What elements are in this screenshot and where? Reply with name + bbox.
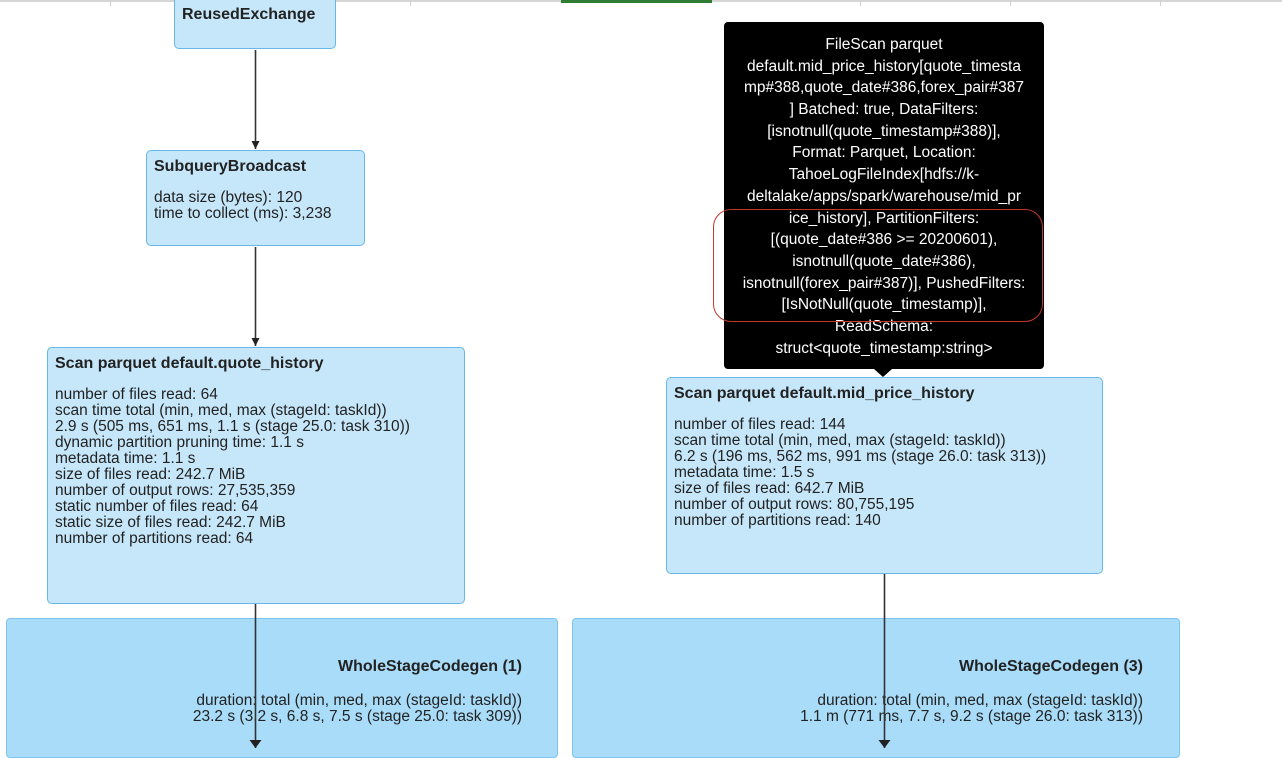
tick-mark	[410, 0, 411, 6]
node-scan-quote-history[interactable]: Scan parquet default.quote_history numbe…	[47, 347, 465, 604]
tooltip-line: [IsNotNull(quote_timestamp)],	[781, 296, 987, 314]
node-reused-exchange[interactable]: ReusedExchange	[174, 0, 336, 49]
tooltip-line: default.mid_price_history[quote_timesta	[747, 57, 1021, 75]
cluster-title: WholeStageCodegen (1)	[337, 658, 522, 675]
tooltip-pointer	[874, 369, 892, 377]
node-metric: size of files read: 642.7 MiB	[674, 480, 865, 497]
node-metrics: number of files read: 64 scan time total…	[55, 387, 410, 547]
cluster-metric: 1.1 m (771 ms, 7.7 s, 9.2 s (stage 26.0:…	[800, 708, 1143, 725]
cluster-wholestagecodegen-1[interactable]: WholeStageCodegen (1) duration: total (m…	[6, 618, 558, 758]
tooltip-line: FileScan parquet	[825, 36, 943, 53]
node-metric: number of files read: 64	[55, 386, 218, 403]
node-title: SubqueryBroadcast	[154, 158, 307, 175]
node-metric: number of partitions read: 64	[55, 530, 254, 547]
node-metric: static size of files read: 242.7 MiB	[55, 514, 286, 531]
node-title: Scan parquet default.mid_price_history	[674, 385, 975, 402]
node-scan-mid-price-history[interactable]: Scan parquet default.mid_price_history n…	[666, 377, 1103, 574]
node-metric: metadata time: 1.5 s	[674, 464, 815, 481]
node-metric: number of output rows: 27,535,359	[55, 482, 296, 499]
tooltip-filescan-details: FileScan parquet default.mid_price_histo…	[724, 22, 1044, 369]
cluster-wholestagecodegen-3[interactable]: WholeStageCodegen (3) duration: total (m…	[572, 618, 1180, 758]
node-title: Scan parquet default.quote_history	[55, 355, 324, 372]
tick-mark	[860, 0, 861, 6]
cluster-metrics: duration: total (min, med, max (stageId:…	[193, 693, 522, 725]
tooltip-line: Format: Parquet, Location:	[792, 144, 976, 162]
tooltip-line: TahoeLogFileIndex[hdfs://k-	[788, 166, 980, 184]
arrowhead-bottom-right	[878, 740, 891, 748]
active-tab-indicator	[561, 0, 712, 3]
node-metric: scan time total (min, med, max (stageId:…	[674, 432, 1006, 449]
node-metric: dynamic partition pruning time: 1.1 s	[55, 434, 304, 451]
arrowhead-bottom-left	[249, 740, 262, 748]
cluster-metric: duration: total (min, med, max (stageId:…	[817, 692, 1143, 709]
tooltip-line: ] Batched: true, DataFilters:	[789, 101, 979, 119]
node-metrics: number of files read: 144 scan time tota…	[674, 417, 1046, 529]
tooltip-line: isnotnull(quote_date#386),	[792, 252, 976, 270]
node-metric: number of partitions read: 140	[674, 512, 881, 529]
node-subquery-broadcast[interactable]: SubqueryBroadcast data size (bytes): 120…	[146, 150, 365, 246]
tooltip-line: ReadSchema:	[834, 317, 934, 335]
tooltip-line: isnotnull(forex_pair#387)], PushedFilter…	[742, 274, 1026, 292]
node-metric: time to collect (ms): 3,238	[154, 205, 332, 222]
partition-filters-highlight	[713, 209, 1043, 322]
tooltip-line: ice_history], PartitionFilters:	[788, 209, 980, 227]
node-metric: static number of files read: 64	[55, 498, 259, 515]
node-metric: size of files read: 242.7 MiB	[55, 466, 246, 483]
node-metric: scan time total (min, med, max (stageId:…	[55, 402, 387, 419]
tooltip-line: struct<quote_timestamp:string>	[775, 339, 993, 357]
cluster-title: WholeStageCodegen (3)	[958, 658, 1143, 675]
node-metric: number of files read: 144	[674, 416, 846, 433]
node-metric: metadata time: 1.1 s	[55, 450, 196, 467]
node-metric: number of output rows: 80,755,195	[674, 496, 915, 513]
tooltip-line: mp#388,quote_date#386,forex_pair#387	[743, 79, 1025, 97]
tooltip-line: deltalake/apps/spark/warehouse/mid_pr	[747, 187, 1021, 205]
node-metric: 6.2 s (196 ms, 562 ms, 991 ms (stage 26.…	[674, 448, 1047, 465]
tick-mark	[110, 0, 111, 6]
tick-mark	[1160, 0, 1161, 6]
cluster-metrics: duration: total (min, med, max (stageId:…	[800, 693, 1143, 725]
node-metric: 2.9 s (505 ms, 651 ms, 1.1 s (stage 25.0…	[55, 418, 410, 435]
node-metrics: data size (bytes): 120 time to collect (…	[154, 190, 331, 222]
node-metric: data size (bytes): 120	[154, 189, 303, 206]
tooltip-line: [(quote_date#386 >= 20200601),	[770, 231, 998, 249]
tick-mark	[1010, 0, 1011, 6]
node-title: ReusedExchange	[182, 6, 316, 23]
cluster-metric: duration: total (min, med, max (stageId:…	[196, 692, 522, 709]
tooltip-line: [isnotnull(quote_timestamp#388)],	[767, 122, 1001, 140]
cluster-metric: 23.2 s (3.2 s, 6.8 s, 7.5 s (stage 25.0:…	[192, 708, 522, 725]
